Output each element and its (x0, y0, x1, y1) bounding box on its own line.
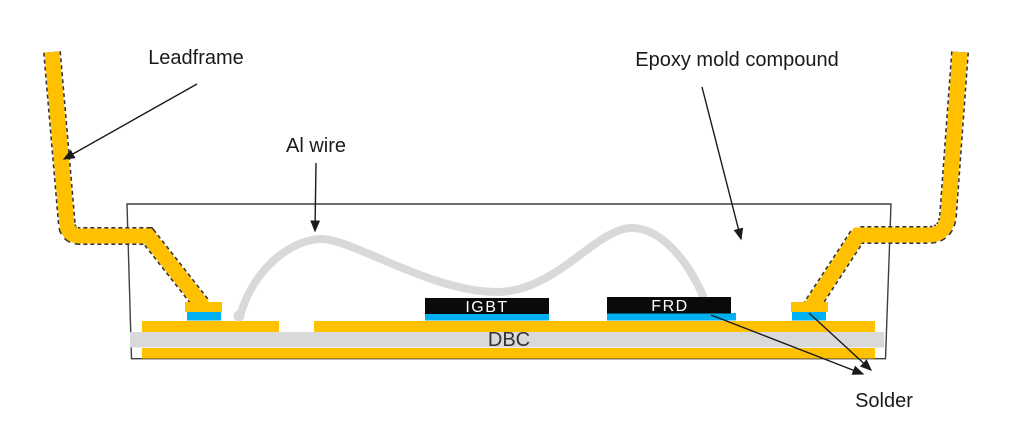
leadframe-arrow (62, 83, 198, 160)
right-lead (804, 51, 968, 312)
dbc-ceramic-layer (130, 332, 884, 348)
leadframe-label: Leadframe (148, 47, 244, 69)
left-lead-solder (187, 312, 221, 321)
igbt-chip-group: IGBT (425, 298, 549, 321)
dbc-label: DBC (488, 329, 530, 351)
frd-label: FRD (651, 298, 688, 315)
left-leadframe (43, 51, 222, 321)
dbc-substrate: DBC (130, 321, 884, 359)
right-lead-foot (791, 302, 828, 312)
epoxy-arrow (701, 86, 744, 241)
igbt-chip (425, 298, 549, 314)
frd-die-solder (607, 313, 736, 321)
epoxy-mold-outline (126, 203, 892, 360)
igbt-die-solder (425, 314, 549, 321)
right-lead-solder (792, 312, 826, 321)
right-leadframe (791, 51, 969, 321)
frd-chip (607, 297, 731, 314)
solder-arrow-lead (808, 312, 873, 371)
dbc-top-copper-left (142, 321, 279, 332)
annotation-labels: Leadframe Epoxy mold compound Al wire So… (148, 47, 913, 412)
frd-chip-group: FRD (607, 297, 736, 321)
al-wire-label: Al wire (286, 135, 346, 157)
left-lead-foot (185, 302, 222, 312)
solder-label: Solder (855, 390, 913, 412)
al-bond-wire (233, 223, 707, 322)
epoxy-label: Epoxy mold compound (635, 49, 838, 71)
solder-arrow-frd (710, 314, 865, 375)
bond-wire-path (236, 223, 707, 320)
annotation-arrows (62, 83, 873, 375)
igbt-label: IGBT (465, 299, 508, 316)
left-lead (44, 51, 209, 311)
dbc-bottom-copper (142, 348, 875, 359)
dbc-top-copper-right (314, 321, 875, 332)
al-wire-arrow (310, 162, 321, 233)
